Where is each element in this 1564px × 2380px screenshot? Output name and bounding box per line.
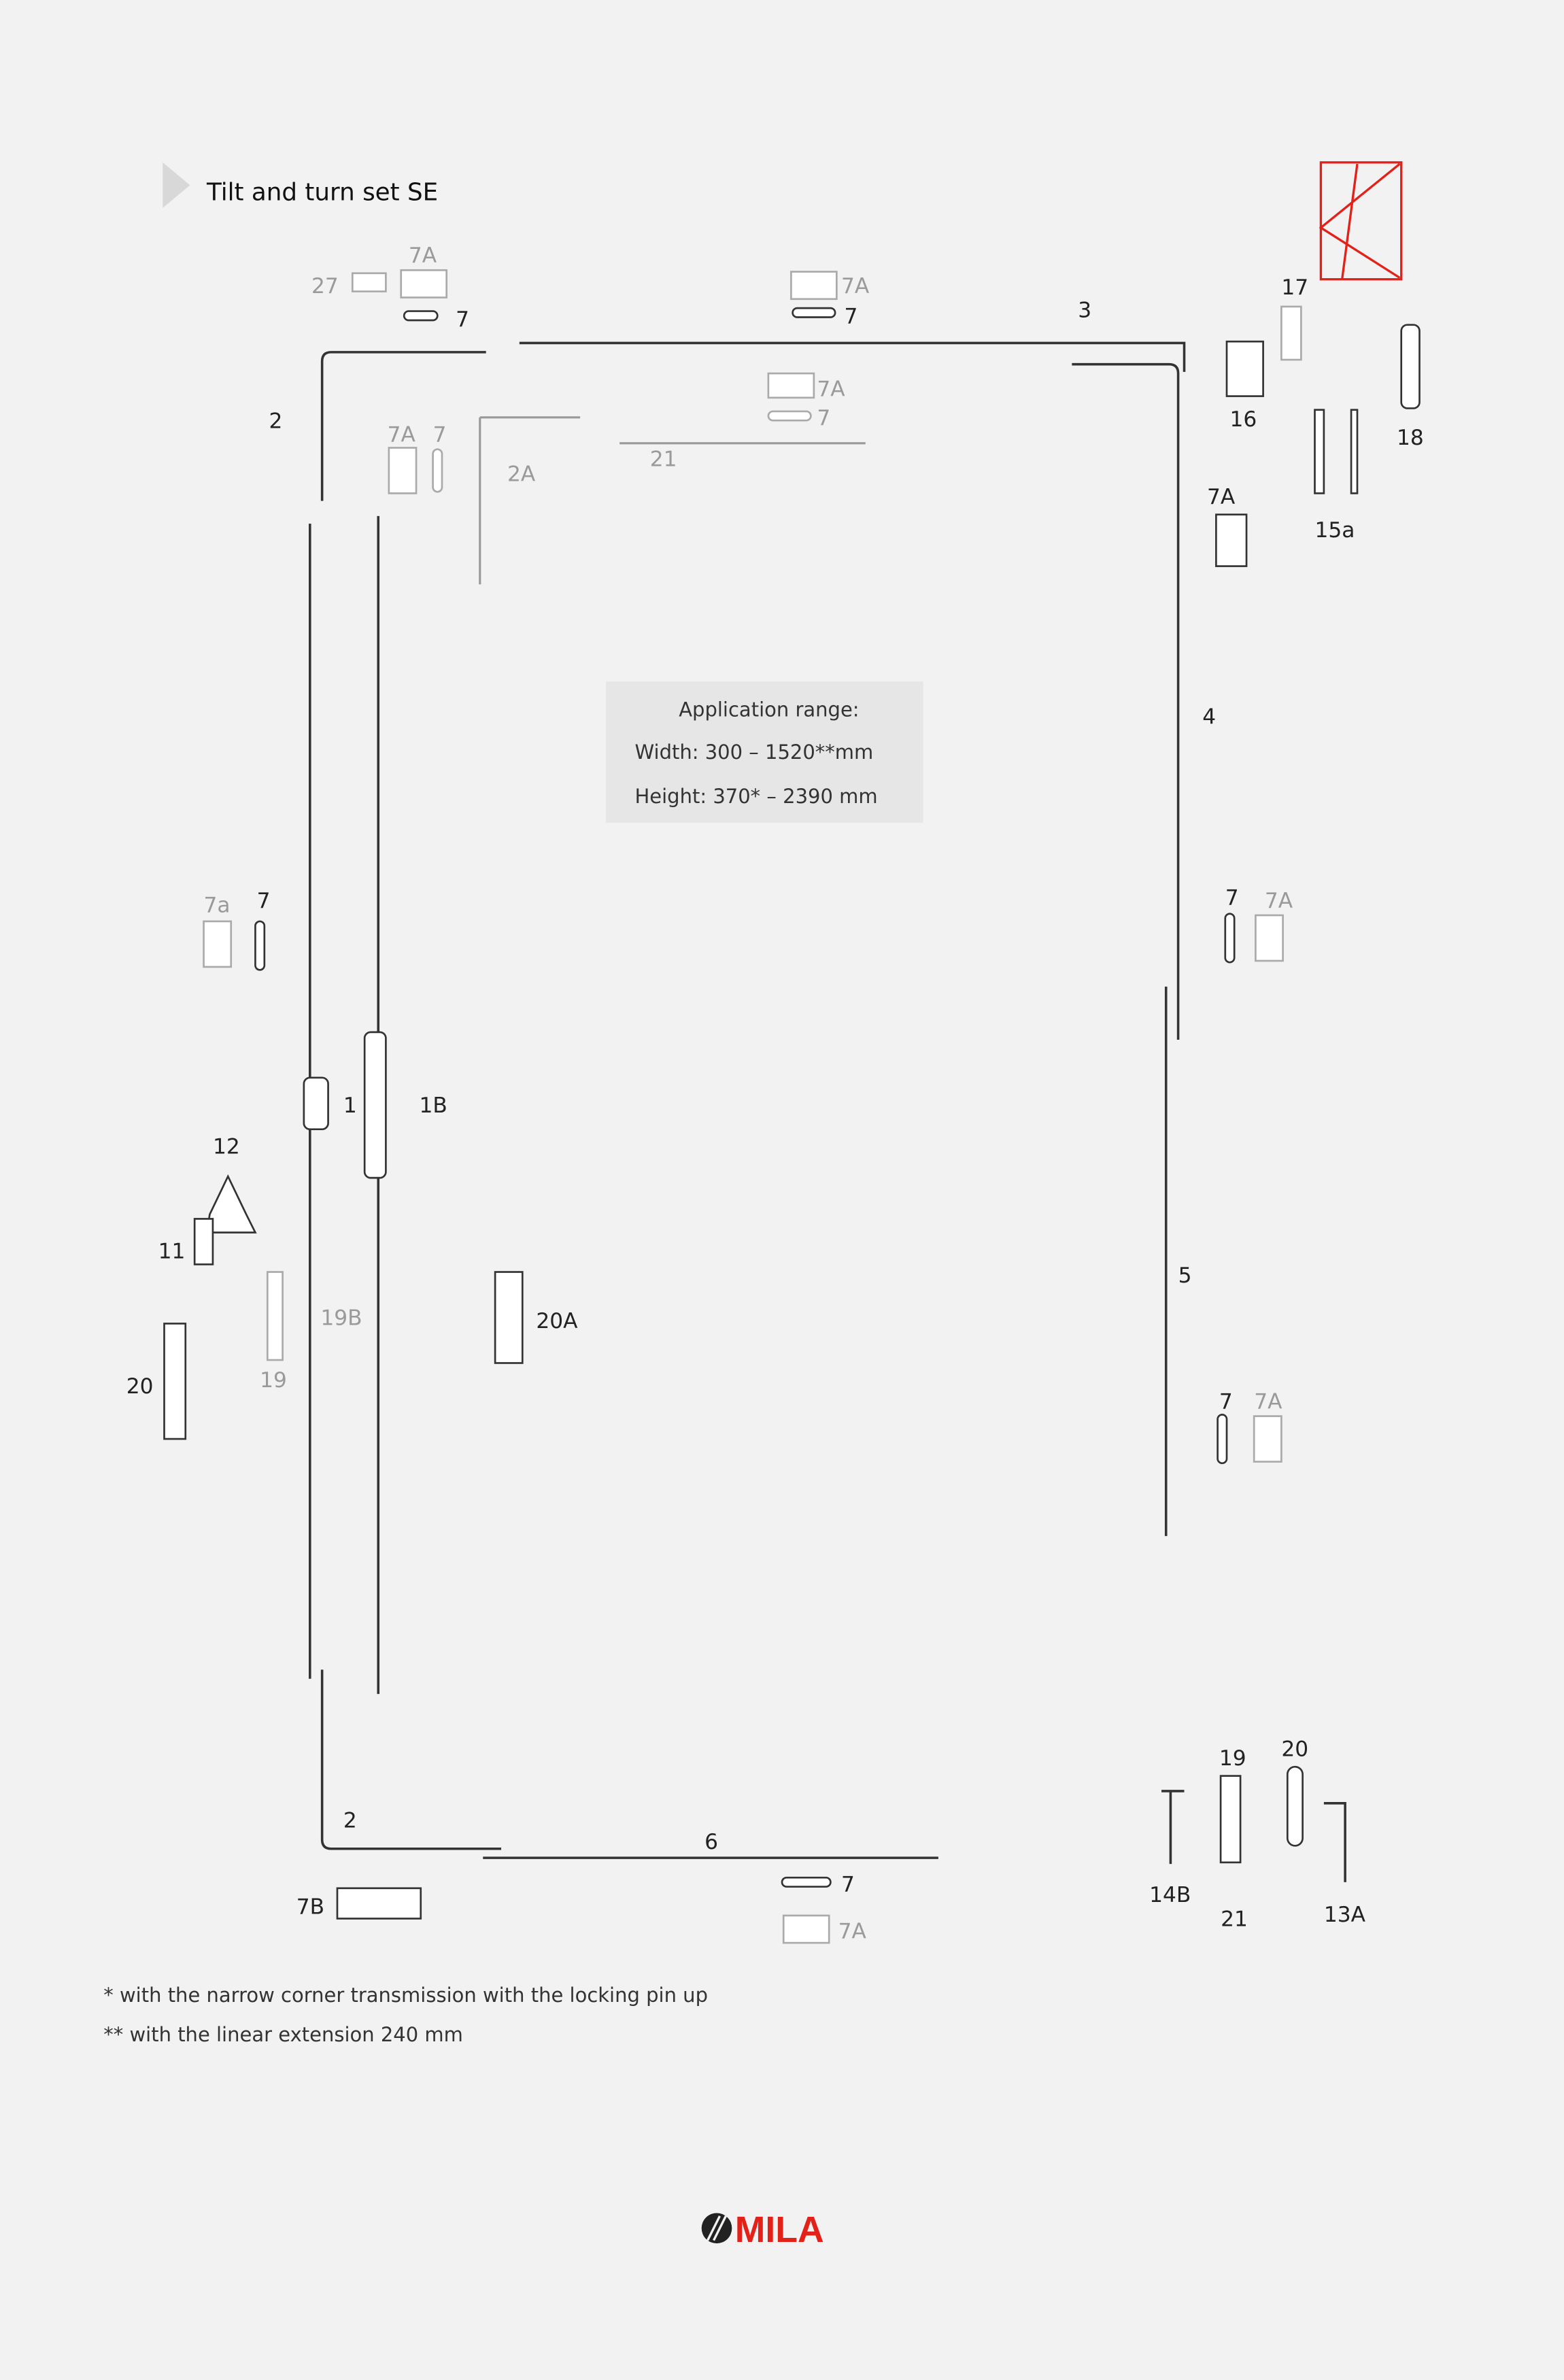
part-label: 15a (1314, 518, 1355, 543)
locking-cams (203, 269, 1284, 1944)
part-label: 1B (420, 1093, 447, 1118)
part-label: 21 (650, 447, 677, 471)
part-label: 13A (1324, 1903, 1366, 1927)
title-arrow-icon (163, 162, 190, 208)
part-label: 7 (1219, 1389, 1233, 1414)
part-label: 7A (838, 1919, 867, 1943)
part-label: 6 (704, 1830, 718, 1854)
part-label: 7A (841, 274, 870, 299)
application-range-heading: Application range: (679, 698, 859, 721)
part-label: 11 (158, 1239, 186, 1263)
part-label: 7 (841, 1872, 855, 1897)
part-label: 17 (1281, 275, 1308, 300)
part-label: 7a (204, 894, 231, 918)
part-label: 19 (260, 1368, 287, 1393)
application-range-height: Height: 370* – 2390 mm (634, 785, 877, 808)
part-label: 7 (433, 423, 447, 447)
part-label: 14B (1149, 1883, 1191, 1907)
part-label: 7A (1265, 889, 1293, 913)
part-labels: 27 7A 7 7A 7 3 17 16 18 15a 2 7A 7 2A 7A… (126, 243, 1424, 1943)
part-label: 27 (311, 274, 339, 299)
part-label: 20A (536, 1309, 578, 1333)
part-label: 5 (1178, 1263, 1192, 1288)
part-label: 19 (1219, 1746, 1246, 1771)
application-range-box: Application range: Width: 300 – 1520**mm… (606, 681, 923, 823)
part-label: 2A (507, 462, 536, 487)
part-label: 7A (1207, 485, 1236, 509)
part-label: 21 (1221, 1907, 1248, 1932)
part-label: 20 (126, 1374, 154, 1399)
part-label: 7 (817, 406, 830, 430)
part-label: 18 (1397, 426, 1424, 450)
mila-logo: MILA (701, 2210, 824, 2250)
part-label: 7 (845, 304, 858, 328)
part-label: 7A (388, 423, 416, 447)
part-label: 19B (320, 1306, 362, 1331)
application-range-width: Width: 300 – 1520**mm (634, 741, 873, 764)
part-label: 20 (1281, 1737, 1308, 1762)
footnote: * with the narrow corner transmission wi… (103, 1984, 708, 2007)
part-label: 16 (1229, 407, 1257, 432)
part-label: 7 (456, 307, 469, 332)
part-label: 7 (257, 889, 271, 913)
part-label: 7A (817, 377, 845, 402)
part-label: 4 (1202, 705, 1216, 730)
part-label: 12 (213, 1134, 240, 1159)
part-label: 7A (409, 243, 437, 268)
part-label: 1 (343, 1093, 357, 1118)
window-type-icon (1319, 161, 1403, 281)
footnote: ** with the linear extension 240 mm (103, 2023, 463, 2046)
logo-mark-icon (701, 2213, 732, 2244)
part-label: 7A (1254, 1389, 1282, 1414)
logo-text: MILA (735, 2210, 824, 2250)
part-label: 7B (296, 1895, 324, 1920)
part-label: 2 (269, 409, 283, 433)
frame-hardware (163, 305, 1421, 1920)
part-label: 3 (1078, 299, 1091, 323)
part-label: 7 (1225, 885, 1239, 910)
page-title: Tilt and turn set SE (206, 179, 438, 207)
part-label: 2 (343, 1808, 357, 1833)
